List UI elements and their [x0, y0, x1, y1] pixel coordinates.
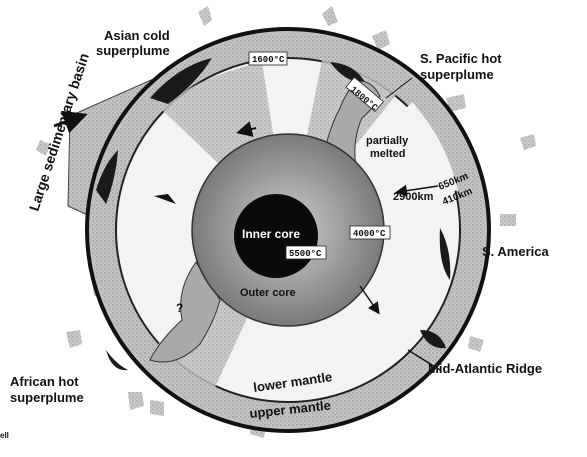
african-hot-label-2: superplume	[10, 390, 84, 405]
south-pacific-label-2: superplume	[420, 67, 494, 82]
mid-atlantic-ridge-label: Mid-Atlantic Ridge	[428, 361, 542, 376]
cut-off-text: ell	[0, 431, 9, 440]
asian-cold-label-1: Asian cold	[104, 28, 170, 43]
unknown-flow-label: ?	[176, 301, 183, 315]
flow-arrows	[53, 77, 441, 371]
subducting-slabs	[96, 58, 451, 371]
partially-melted-label-2: melted	[370, 148, 405, 160]
african-superplume	[149, 261, 221, 363]
temp-5500-label: 5500°C	[289, 249, 322, 259]
temp-1600-label: 1600°C	[252, 55, 285, 65]
african-hot-label-1: African hot	[10, 374, 79, 389]
south-pacific-label-1: S. Pacific hot	[420, 51, 502, 66]
asian-cold-label-2: superplume	[96, 43, 170, 58]
depth-2900-label: 2900km	[393, 191, 434, 203]
partially-melted-label-1: partially	[366, 135, 409, 147]
south-america-label: S. America	[482, 244, 549, 259]
temp-4000-label: 4000°C	[353, 229, 386, 239]
outer-core-label: Outer core	[240, 287, 296, 299]
inner-core-label: Inner core	[242, 227, 300, 241]
